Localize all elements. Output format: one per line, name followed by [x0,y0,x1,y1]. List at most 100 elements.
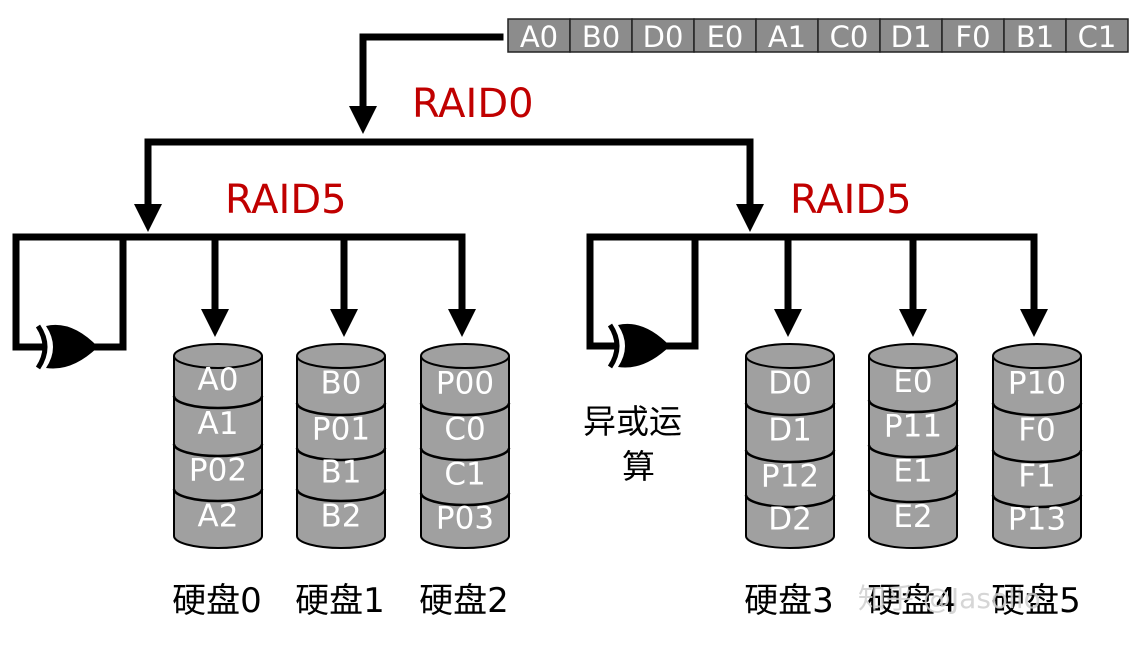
stream-block-label: B0 [582,20,620,54]
disk-block-label: P01 [312,412,370,448]
disk-name: 硬盘5 [991,581,1081,621]
disk-block-separator [295,488,387,503]
stream-block: E0 [693,18,757,54]
disk-body [297,356,385,536]
disk-block-label: A0 [198,362,239,398]
disk-bottom-edge [173,535,263,549]
disk-block-separator [867,489,959,504]
disk-name: 硬盘1 [295,581,385,621]
disk-block-separator [991,449,1083,464]
stream-block-rect [879,18,943,53]
stream-block: D0 [631,18,695,54]
left-xor-loop [12,233,127,351]
stream-block-rect [755,18,819,53]
stream-block-label: C0 [830,20,869,54]
disk-block-label: B1 [321,455,362,491]
xor-label-line2: 算 [622,447,655,486]
disk-name: 硬盘2 [419,581,509,621]
stream-block-label: A1 [768,20,806,54]
disk-block-label: D1 [768,413,812,449]
stream-block-rect [817,18,881,53]
disk-top [420,343,510,369]
disk-top [868,343,958,369]
disk-block-label: P11 [884,409,942,445]
disk-block-separator [172,395,264,410]
disk-body [869,356,957,536]
disk-top [173,343,263,369]
disk-block-label: F1 [1018,459,1056,495]
disk-block-label: D0 [768,366,812,402]
disk-block-separator [419,447,511,462]
disk-block-label: F0 [1018,413,1056,449]
disk-body [174,356,262,536]
disk-block-separator [295,447,387,462]
disk-block-label: P02 [189,453,247,489]
stream-block: C1 [1065,18,1129,54]
disk-name: 硬盘4 [867,581,957,621]
stream-block: C0 [817,18,881,54]
stream-block: A1 [755,18,819,54]
disk-block-separator [295,402,387,417]
watermark: 知乎 @Jasolio [858,582,1041,615]
disk-block-separator [867,444,959,459]
disk-block-separator [744,449,836,464]
raid5-right-label: RAID5 [790,177,912,223]
disk-name: 硬盘0 [172,581,262,621]
disk-bottom [993,524,1081,548]
disk-array: A0A1P02A2硬盘0B0P01B1B2硬盘1P00C0C1P03硬盘2D0D… [172,343,1083,621]
disk-top [745,343,835,369]
disk-block-separator [419,492,511,507]
disk-bottom [746,524,834,548]
stream-block-label: C1 [1078,20,1117,54]
stream-block-rect [941,18,1005,53]
disk-block-separator [744,494,836,509]
stream-block: A0 [507,18,571,54]
right-xor-gate-icon [607,323,670,369]
stream-block-rect [507,18,571,53]
disk-block-label: E2 [893,499,932,535]
disk-bottom-edge [992,535,1082,549]
disk-block-separator [991,402,1083,417]
disk-block-label: P13 [1008,502,1066,538]
disk-bottom [421,524,509,548]
disk-bottom [297,524,385,548]
disk-bottom-edge [296,535,386,549]
disk-block-separator [419,402,511,417]
stream-block-rect [1065,18,1129,53]
stream-block-label: E0 [707,20,744,54]
disk-bottom [174,524,262,548]
disk-top [992,343,1082,369]
stream-block-label: B1 [1016,20,1054,54]
disk-name: 硬盘3 [744,581,834,621]
stream-block-label: F0 [955,20,990,54]
disk-block-separator [172,488,264,503]
stream-block-label: D1 [891,20,932,54]
left-xor-gate-icon [35,324,98,370]
stream-block: D1 [879,18,943,54]
disk-block-separator [991,494,1083,509]
stream-block-label: D0 [643,20,684,54]
disk-block-separator [172,443,264,458]
disk-block-separator [744,402,836,417]
disk-block-label: P00 [436,366,494,402]
disk-top [296,343,386,369]
stream-block-rect [569,18,633,53]
disk-bottom [869,524,957,548]
stream-block: B0 [569,18,633,54]
right-xor-loop [586,233,699,350]
stream-block-rect [1003,18,1067,53]
disk-block-label: C0 [444,412,485,448]
disk-block-label: P10 [1008,366,1066,402]
disk-block-label: A2 [198,499,239,535]
raid5-left-label: RAID5 [225,177,347,223]
stream-block-label: A0 [520,20,558,54]
disk-block-label: C1 [444,457,485,493]
stream-block-rect [631,18,695,53]
